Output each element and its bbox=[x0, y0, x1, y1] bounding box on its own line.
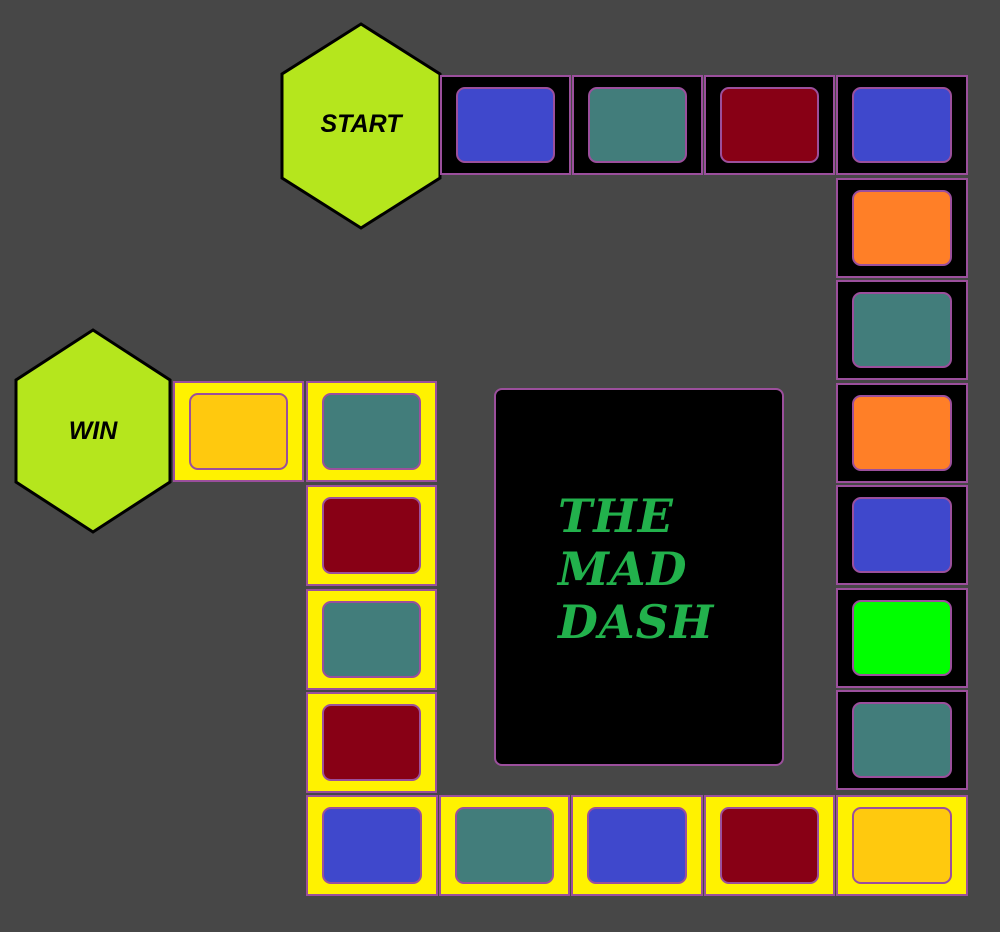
board-space-7[interactable] bbox=[836, 383, 968, 483]
space-color-green bbox=[852, 600, 952, 676]
board-space-11[interactable] bbox=[836, 795, 968, 896]
board-space-20[interactable] bbox=[173, 381, 304, 482]
title-line-2: MAD bbox=[558, 542, 688, 596]
game-title: THE MAD DASH bbox=[558, 490, 714, 649]
space-color-red bbox=[720, 87, 819, 163]
board-space-6[interactable] bbox=[836, 280, 968, 380]
board-space-10[interactable] bbox=[836, 690, 968, 790]
space-color-red bbox=[720, 807, 819, 884]
board-space-16[interactable] bbox=[306, 692, 437, 793]
space-color-blue bbox=[456, 87, 555, 163]
space-color-blue bbox=[322, 807, 422, 884]
board-space-2[interactable] bbox=[572, 75, 703, 175]
board-space-19[interactable] bbox=[306, 381, 437, 482]
space-color-blue bbox=[587, 807, 687, 884]
win-space[interactable]: WIN bbox=[14, 328, 172, 534]
space-color-teal bbox=[322, 393, 421, 470]
board-space-9[interactable] bbox=[836, 588, 968, 688]
space-color-teal bbox=[852, 702, 952, 778]
board-space-3[interactable] bbox=[704, 75, 835, 175]
board-space-4[interactable] bbox=[836, 75, 968, 175]
space-color-teal bbox=[852, 292, 952, 368]
board-space-1[interactable] bbox=[440, 75, 571, 175]
space-color-teal bbox=[455, 807, 554, 884]
title-line-1: THE bbox=[558, 489, 674, 543]
space-color-orange bbox=[852, 190, 952, 266]
space-color-gold bbox=[852, 807, 952, 884]
board-space-14[interactable] bbox=[439, 795, 570, 896]
start-label: START bbox=[320, 110, 402, 138]
board-space-12[interactable] bbox=[704, 795, 835, 896]
board-space-13[interactable] bbox=[571, 795, 703, 896]
space-color-blue bbox=[852, 497, 952, 573]
start-space[interactable]: START bbox=[280, 22, 442, 230]
hexagon-icon bbox=[280, 22, 442, 230]
space-color-red bbox=[322, 497, 421, 574]
win-label: WIN bbox=[68, 417, 118, 445]
space-color-red bbox=[322, 704, 421, 781]
board-space-17[interactable] bbox=[306, 589, 437, 690]
board-space-5[interactable] bbox=[836, 178, 968, 278]
hexagon-icon bbox=[14, 328, 172, 534]
space-color-gold bbox=[189, 393, 288, 470]
board-space-8[interactable] bbox=[836, 485, 968, 585]
board-space-15[interactable] bbox=[306, 795, 438, 896]
space-color-orange bbox=[852, 395, 952, 471]
board-space-18[interactable] bbox=[306, 485, 437, 586]
space-color-blue bbox=[852, 87, 952, 163]
title-card: THE MAD DASH bbox=[494, 388, 784, 766]
space-color-teal bbox=[588, 87, 687, 163]
title-line-3: DASH bbox=[558, 595, 715, 649]
space-color-teal bbox=[322, 601, 421, 678]
